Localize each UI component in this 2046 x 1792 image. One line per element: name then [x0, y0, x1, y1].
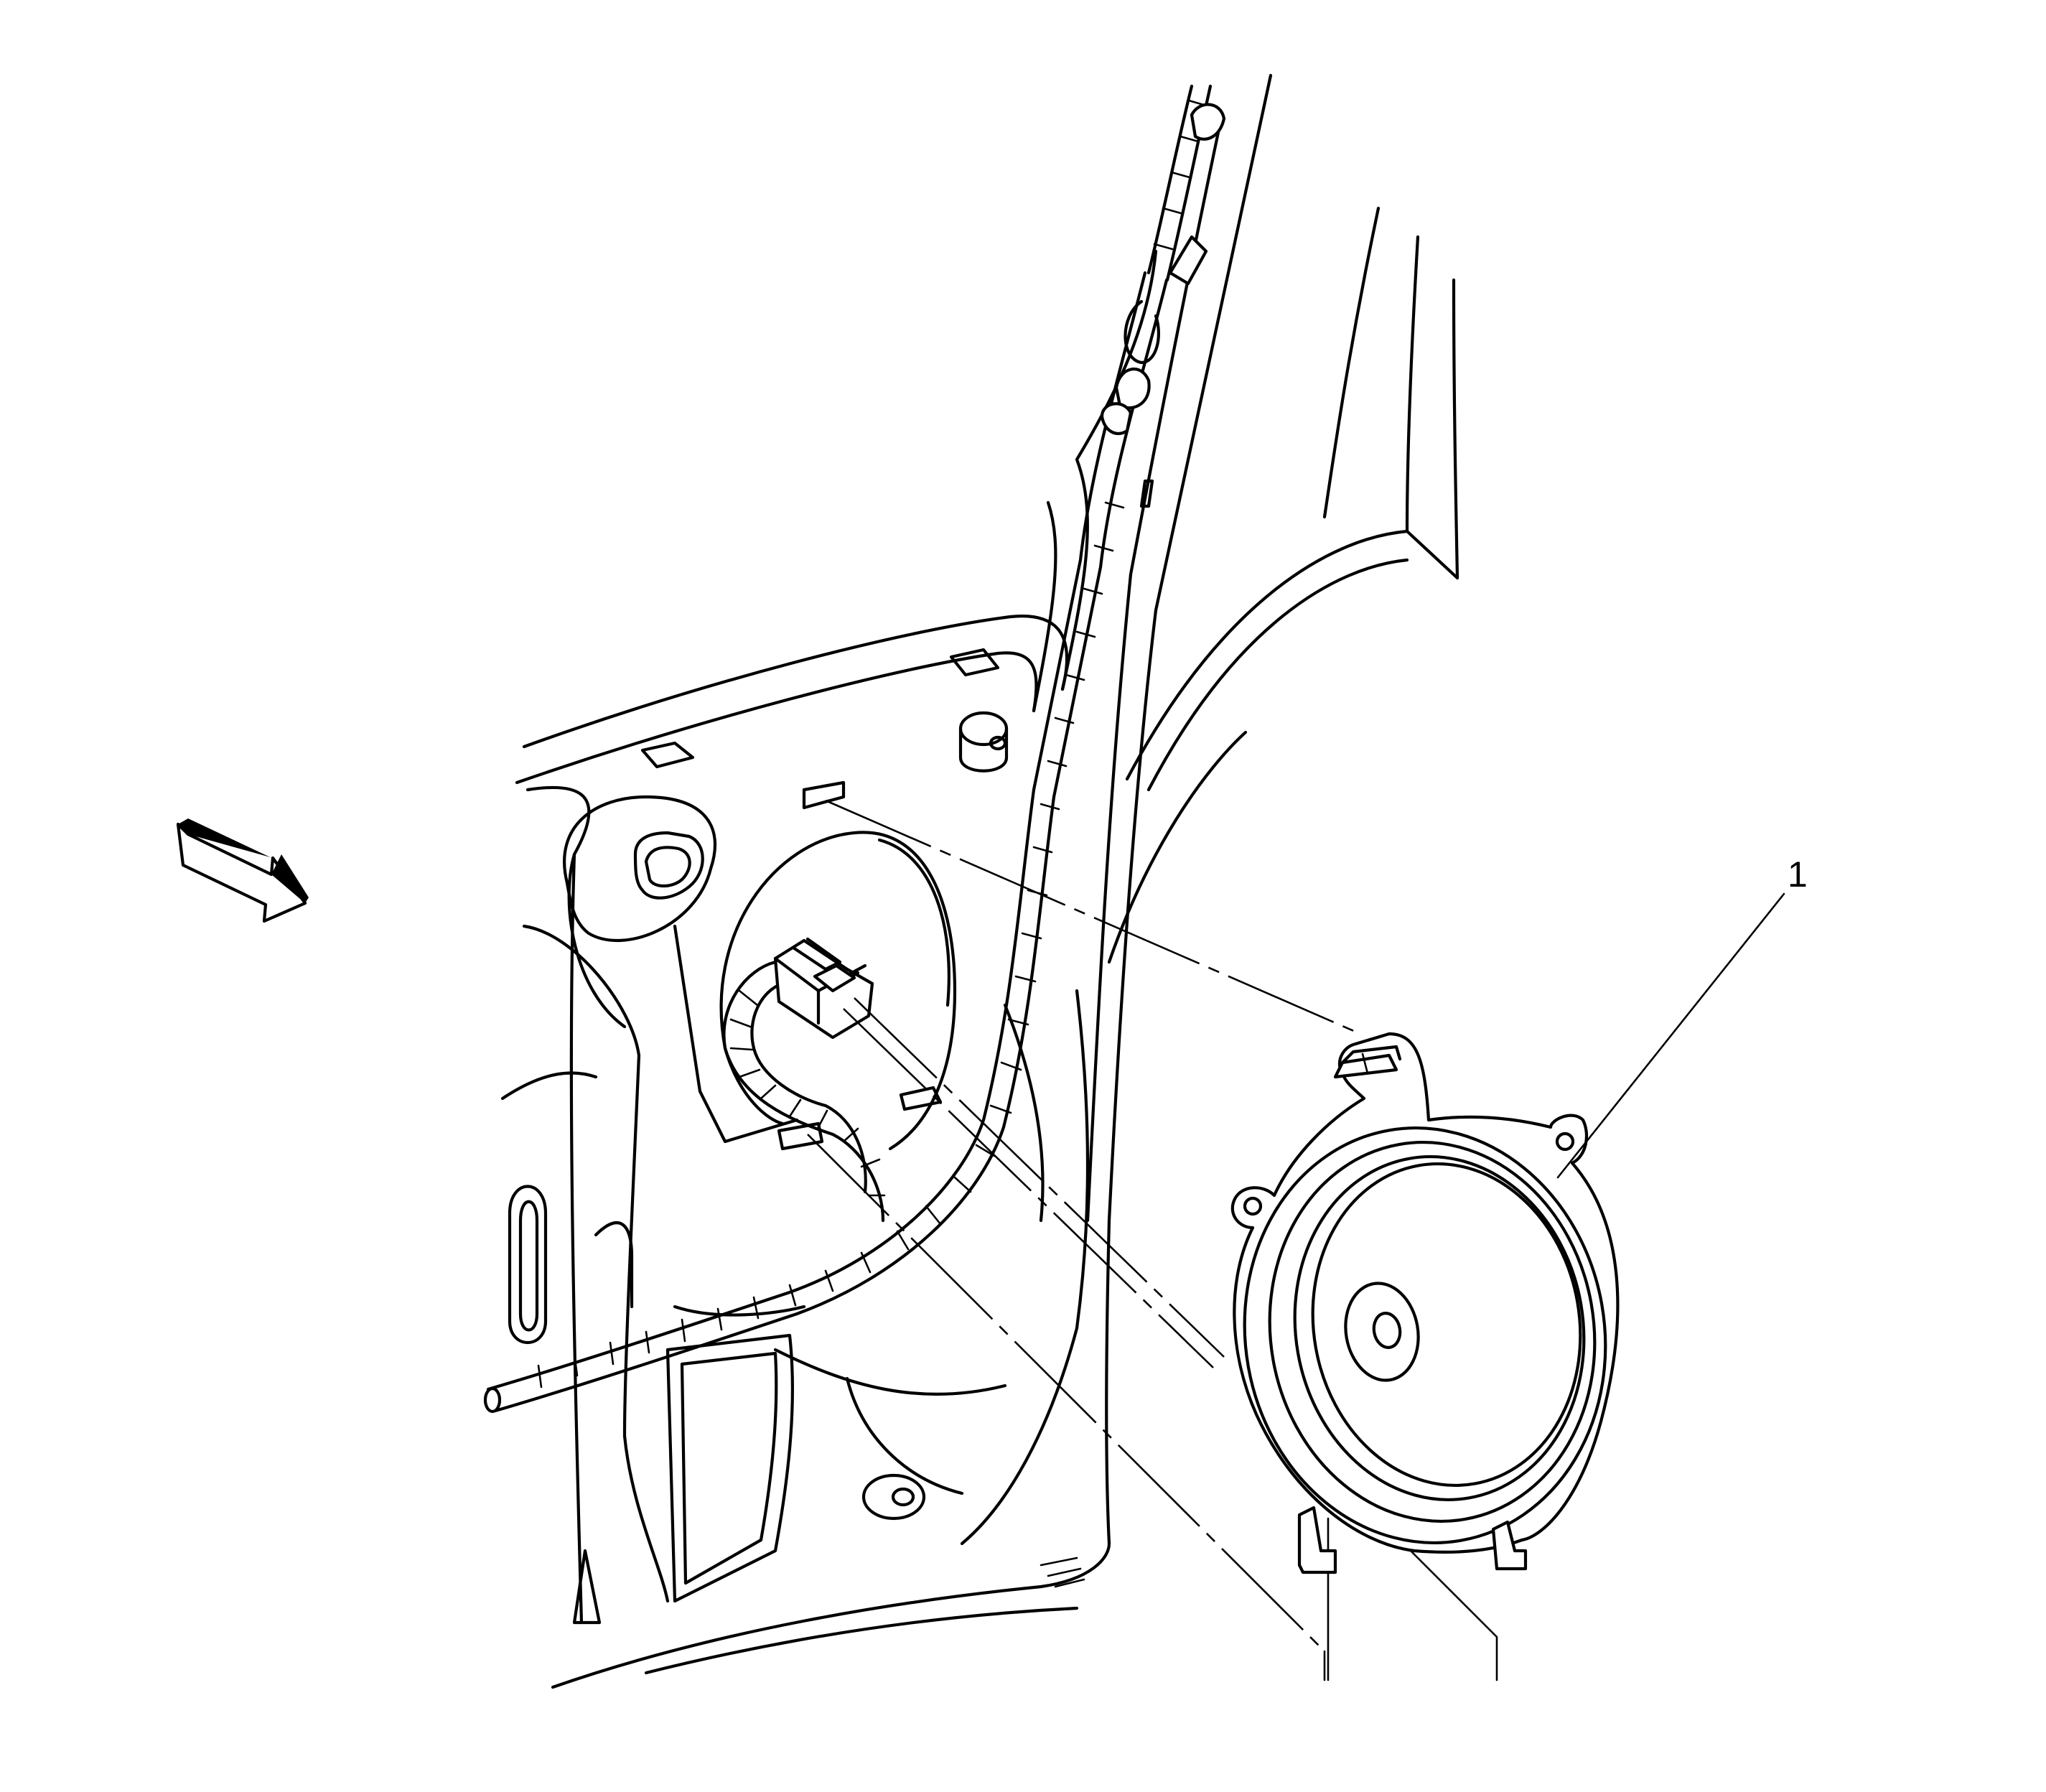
callout-1: 1	[1556, 854, 1808, 1179]
door-frame	[1085, 73, 1459, 1546]
view-direction-arrow-icon	[176, 818, 309, 923]
door-handle-recess	[563, 795, 799, 1144]
door-inner-panel	[500, 249, 1158, 1689]
speaker	[1230, 1032, 1620, 1574]
callout-label: 1	[1788, 854, 1808, 895]
alignment-lines	[807, 799, 1498, 1681]
wire-harness	[483, 84, 1226, 1414]
rubber-bumper	[861, 711, 1009, 1521]
